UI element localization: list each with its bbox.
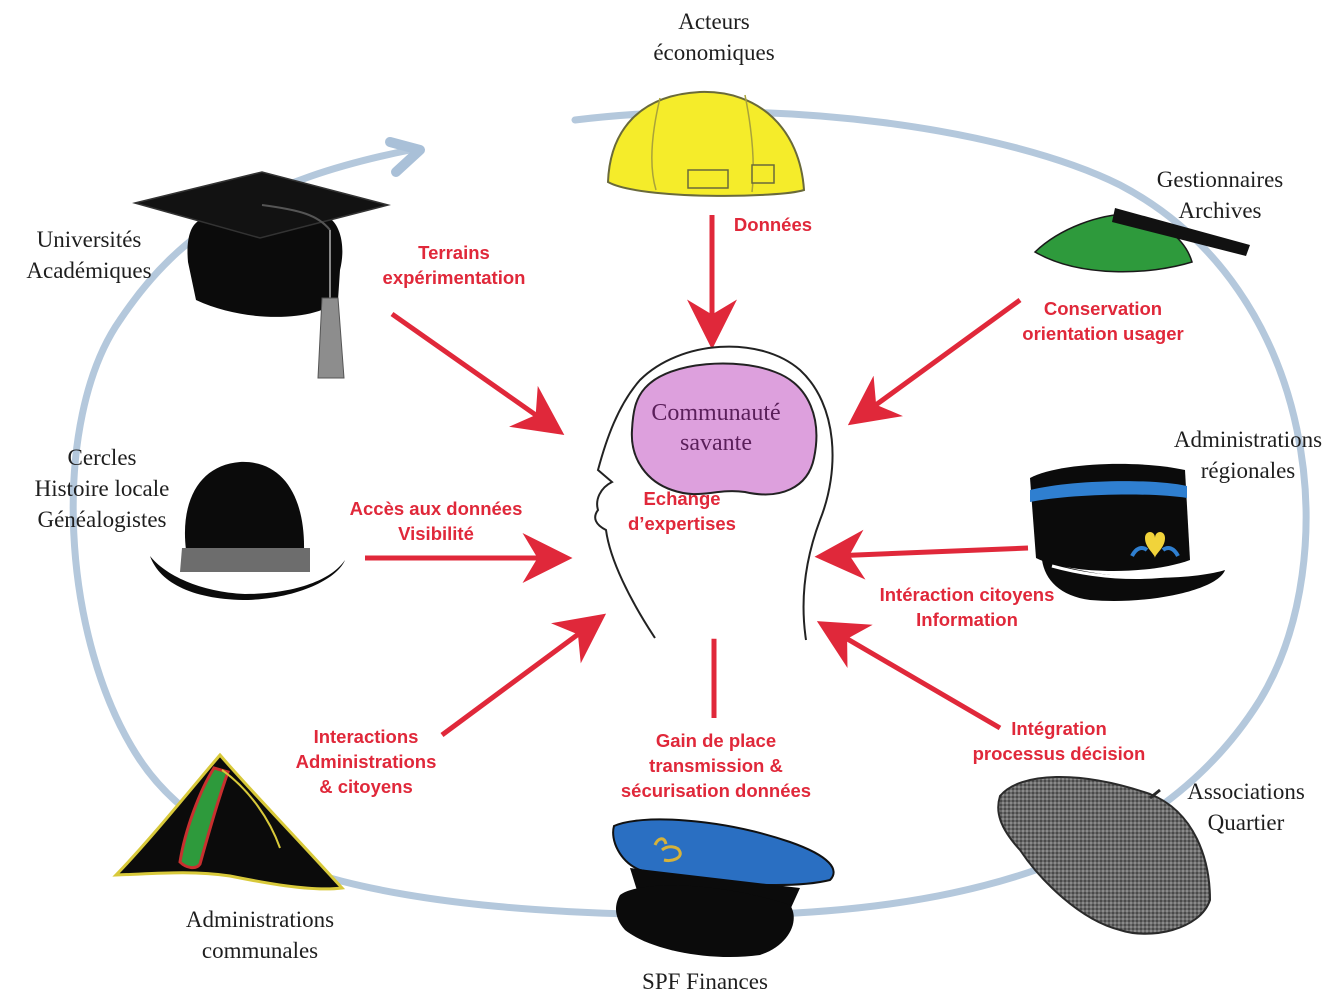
- label-spf-finances: SPF Finances: [615, 966, 795, 997]
- label-acteurs-economiques: Acteurs économiques: [640, 6, 788, 68]
- label-cercles: Cercles Histoire locale Généalogistes: [14, 442, 190, 535]
- label-line: Administrations: [1173, 427, 1323, 452]
- label-associations-quartier: Associations Quartier: [1164, 776, 1328, 838]
- bowler-hat-icon: [150, 461, 345, 600]
- flow-line: expérimentation: [382, 267, 526, 288]
- flow-label-acces: Accès aux données Visibilité: [318, 496, 554, 546]
- flow-label-interactions: Interactions Administrations & citoyens: [266, 724, 466, 799]
- flow-line: & citoyens: [319, 776, 413, 797]
- label-universites: Universités Académiques: [12, 224, 166, 286]
- cycle-arrowhead: [385, 137, 425, 177]
- label-line: Gestionnaires: [1156, 167, 1284, 192]
- label-line: communales: [201, 938, 319, 963]
- center-subtitle-line: Echange: [643, 488, 721, 509]
- peaked-cap-icon: [612, 818, 835, 958]
- flow-line: Visibilité: [398, 523, 474, 544]
- cycle-ring: [69, 108, 1310, 919]
- label-line: Généalogistes: [37, 507, 167, 532]
- flow-line: Conservation: [1043, 298, 1163, 319]
- arrow-interaction: [814, 529, 1029, 580]
- bicorne-icon: [112, 752, 346, 891]
- hard-hat-icon: [606, 90, 806, 197]
- brain-icon: [630, 362, 818, 496]
- label-line: SPF Finances: [642, 969, 768, 994]
- label-line: Acteurs: [678, 9, 750, 34]
- flow-line: sécurisation données: [620, 780, 812, 801]
- flow-line: Accès aux données: [349, 498, 523, 519]
- flow-line: Gain de place: [655, 730, 777, 751]
- flow-line: Terrains: [418, 242, 490, 263]
- label-gestionnaires-archives: Gestionnaires Archives: [1140, 164, 1300, 226]
- label-line: Archives: [1178, 198, 1262, 223]
- label-line: Quartier: [1207, 810, 1285, 835]
- flow-line: processus décision: [972, 743, 1146, 764]
- mortarboard-icon: [132, 171, 391, 379]
- flow-label-interaction: Intéraction citoyens Information: [850, 582, 1084, 632]
- flow-line: Information: [916, 609, 1018, 630]
- flow-label-conservation: Conservation orientation usager: [996, 296, 1210, 346]
- label-line: Administrations: [185, 907, 335, 932]
- arrow-integration: [816, 621, 1002, 731]
- arrow-terrains: [390, 311, 565, 436]
- flow-line: Données: [733, 214, 813, 235]
- center-subtitle: Echange d’expertises: [596, 486, 768, 536]
- label-line: Universités: [36, 227, 142, 252]
- label-line: Cercles: [67, 445, 137, 470]
- arrow-conservation: [847, 297, 1022, 426]
- label-line: régionales: [1200, 458, 1296, 483]
- label-administrations-communales: Administrations communales: [160, 904, 360, 966]
- flow-label-donnees: Données: [718, 212, 828, 237]
- label-line: Associations: [1187, 779, 1305, 804]
- beret-icon: [997, 775, 1212, 935]
- flow-line: Intéraction citoyens: [879, 584, 1055, 605]
- center-title-line: Communauté: [651, 400, 781, 426]
- label-line: Académiques: [26, 258, 152, 283]
- flow-line: Interactions: [313, 726, 419, 747]
- flow-label-terrains: Terrains expérimentation: [344, 240, 564, 290]
- flow-line: Administrations: [295, 751, 437, 772]
- flow-line: orientation usager: [1022, 323, 1184, 344]
- label-administrations-regionales: Administrations régionales: [1156, 424, 1340, 486]
- visor-cap-icon: [1033, 208, 1250, 273]
- flow-arrows: [365, 215, 1029, 738]
- center-title-line: savante: [680, 430, 752, 456]
- flow-line: Intégration: [1011, 718, 1107, 739]
- center-subtitle-line: d’expertises: [628, 513, 736, 534]
- kepi-icon: [1030, 463, 1225, 601]
- flow-label-integration: Intégration processus décision: [944, 716, 1174, 766]
- arrow-interactions: [440, 613, 607, 738]
- center-title: Communauté savante: [628, 398, 804, 458]
- label-line: Histoire locale: [34, 476, 170, 501]
- label-line: économiques: [653, 40, 775, 65]
- flow-line: transmission &: [649, 755, 783, 776]
- flow-label-gain: Gain de place transmission & sécurisatio…: [596, 728, 836, 803]
